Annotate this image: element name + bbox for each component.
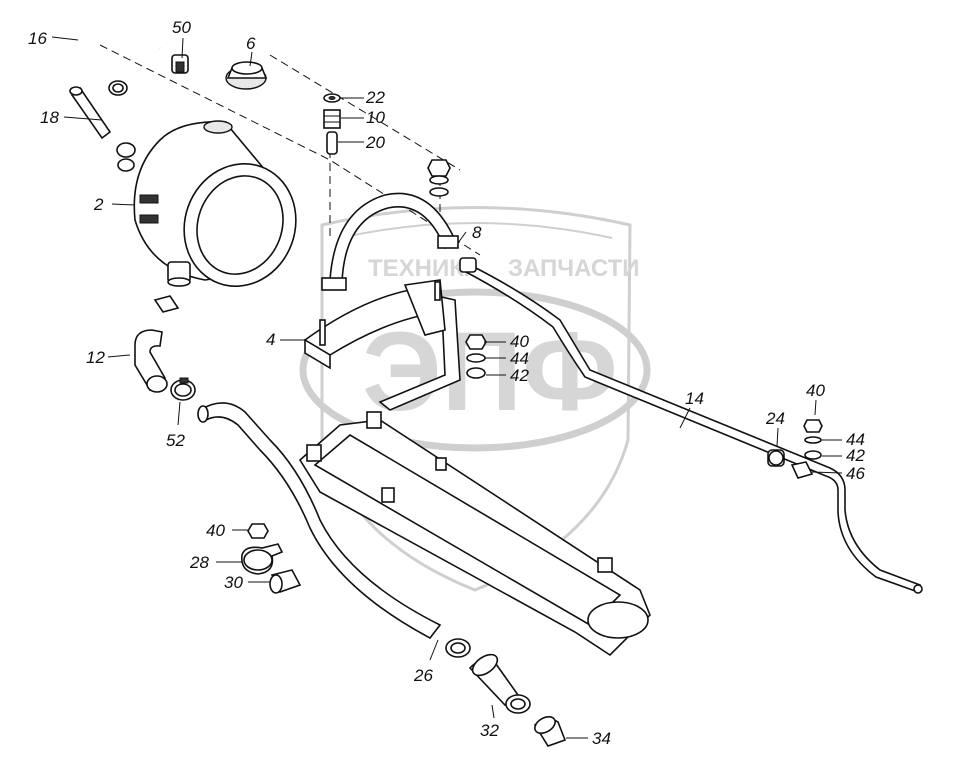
callout-44-right: 44 [846, 430, 865, 449]
nut-10 [323, 109, 341, 129]
callout-28: 28 [189, 553, 209, 572]
callout-40-right: 40 [806, 381, 825, 400]
watermark: ТЕХНИКА ЗАПЧАСТИ ЭПФ [299, 206, 651, 592]
clamp-small-upper [108, 80, 128, 96]
callout-40-bracket: 40 [510, 332, 529, 351]
callout-32: 32 [480, 721, 499, 740]
callout-14: 14 [685, 389, 704, 408]
callout-46: 46 [846, 464, 865, 483]
callout-30: 30 [224, 573, 243, 592]
callout-40-lower: 40 [206, 521, 225, 540]
fitting-50 [171, 54, 189, 74]
watermark-text-right: ЗАПЧАСТИ [508, 255, 640, 282]
hose-26 [197, 402, 442, 640]
strap-8 [321, 192, 459, 291]
washer-22 [323, 93, 341, 103]
callout-18: 18 [40, 108, 59, 127]
cap-6 [225, 61, 268, 90]
callout-labels: 16 50 6 22 10 20 18 2 8 4 40 44 42 12 52… [28, 18, 865, 748]
frame-base [298, 411, 651, 657]
stack-40-44-42 [465, 334, 487, 379]
nut-40-lower [247, 523, 269, 539]
callout-8: 8 [472, 223, 482, 242]
callout-42-bracket: 42 [510, 366, 529, 385]
callout-12: 12 [86, 348, 105, 367]
clamp-52 [170, 377, 196, 401]
bushing-30 [269, 569, 302, 594]
elbow-12 [134, 329, 168, 393]
clamp-32 [505, 694, 531, 714]
callout-50: 50 [172, 18, 191, 37]
callout-42-right: 42 [846, 446, 865, 465]
callout-2: 2 [93, 195, 104, 214]
callout-16: 16 [28, 29, 47, 48]
clamp-small-lower [116, 142, 136, 172]
callout-24: 24 [765, 409, 785, 428]
nut-upper [427, 159, 451, 197]
leader-lines [51, 36, 843, 739]
assembly-line-tank [99, 44, 481, 256]
clamp-28 [241, 543, 284, 575]
hose-16 [73, 14, 163, 50]
callout-4: 4 [266, 330, 275, 349]
stack-right [790, 419, 823, 479]
tank-2 [133, 120, 297, 288]
callout-26: 26 [413, 666, 433, 685]
callout-34: 34 [592, 729, 611, 748]
callout-10: 10 [366, 108, 385, 127]
callout-52: 52 [166, 431, 185, 450]
callout-6: 6 [246, 34, 256, 53]
callout-22: 22 [365, 88, 385, 107]
bushing-24 [767, 449, 785, 467]
callout-44-bracket: 44 [510, 349, 529, 368]
bolt-20 [326, 131, 338, 155]
hose-18 [69, 86, 112, 140]
sleeve-32 [468, 653, 520, 707]
tube-14 [459, 257, 923, 594]
callout-20: 20 [365, 133, 385, 152]
assembly-line-clamp [269, 54, 461, 171]
bracket-4 [303, 279, 461, 411]
watermark-logo-letters: ЭПФ [362, 309, 618, 434]
fitting-34 [533, 716, 567, 747]
fitting-small [153, 295, 180, 313]
clamp-hose-end [445, 638, 471, 658]
